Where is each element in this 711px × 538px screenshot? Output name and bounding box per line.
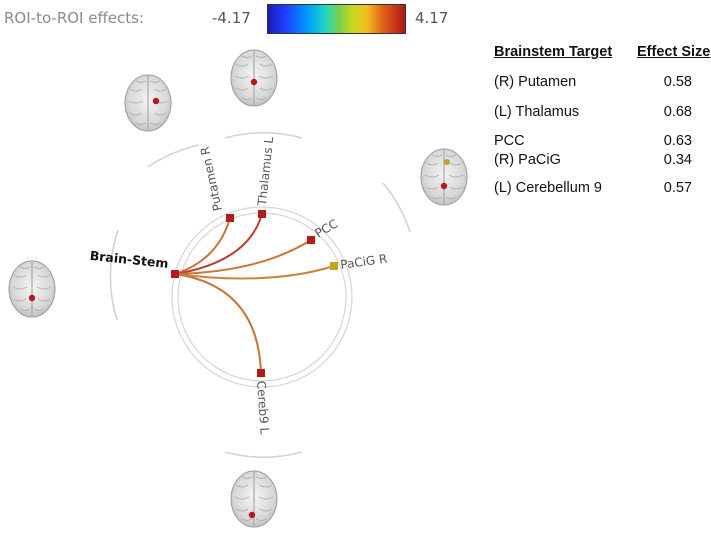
sector-arc	[224, 132, 303, 139]
label-pacig-r: PaCiG R	[339, 252, 388, 272]
node-brain-stem	[171, 270, 179, 278]
table-row: PCC 0.63	[494, 133, 709, 153]
link-brainstem-thalamus	[174, 213, 263, 275]
node-putamen-r	[226, 214, 234, 222]
table-row: (R) PaCiG 0.34	[494, 152, 709, 172]
row-target: PCC	[494, 133, 525, 149]
colorbar-title: ROI-to-ROI effects:	[4, 9, 145, 27]
inner-ring-outer	[171, 206, 353, 388]
table-row: (L) Cerebellum 9 0.57	[494, 180, 709, 200]
sector-arc	[109, 229, 119, 321]
row-target: (R) PaCiG	[494, 152, 561, 168]
brain-thumbnail-thalamus	[230, 49, 278, 107]
brain-thumbnail-putamen	[124, 74, 172, 132]
label-cereb9-l: Cereb9 L	[254, 380, 272, 435]
row-target: (L) Cerebellum 9	[494, 180, 602, 196]
row-effect: 0.34	[663, 152, 692, 168]
label-thalamus-l: Thalamus L	[255, 136, 276, 207]
label-brain-stem: Brain-Stem	[89, 248, 169, 271]
link-brainstem-pacig	[174, 265, 335, 280]
node-thalamus-l	[258, 210, 266, 218]
row-effect: 0.58	[663, 74, 692, 90]
sector-arc	[382, 182, 411, 233]
row-effect: 0.63	[663, 133, 692, 149]
sector-arc	[147, 144, 200, 168]
link-brainstem-cereb9	[174, 273, 262, 374]
node-pacig-r	[330, 262, 338, 270]
colorbar-max-label: 4.17	[415, 9, 449, 27]
brain-thumbnail-pcc-pacig	[420, 148, 468, 206]
row-effect: 0.57	[663, 180, 692, 196]
table-row: (R) Putamen 0.58	[494, 74, 709, 94]
colorbar-min-label: -4.17	[212, 9, 251, 27]
row-target: (L) Thalamus	[494, 104, 580, 120]
sector-arc	[224, 451, 303, 458]
link-brainstem-putamen	[174, 217, 231, 275]
node-pcc	[307, 236, 315, 244]
row-effect: 0.68	[663, 104, 692, 120]
table-header-target: Brainstem Target	[494, 44, 613, 60]
table-header-effect: Effect Size	[637, 44, 711, 60]
brain-thumbnail-cerebellum	[230, 470, 278, 528]
link-brainstem-pcc	[174, 239, 312, 275]
label-pcc: PCC	[313, 216, 341, 240]
row-target: (R) Putamen	[494, 74, 577, 90]
brain-thumbnail-brainstem	[8, 260, 56, 318]
table-row: (L) Thalamus 0.68	[494, 104, 709, 124]
colorbar-gradient	[267, 4, 406, 34]
label-putamen-r: Putamen R	[198, 145, 225, 212]
node-cereb9-l	[257, 369, 265, 377]
